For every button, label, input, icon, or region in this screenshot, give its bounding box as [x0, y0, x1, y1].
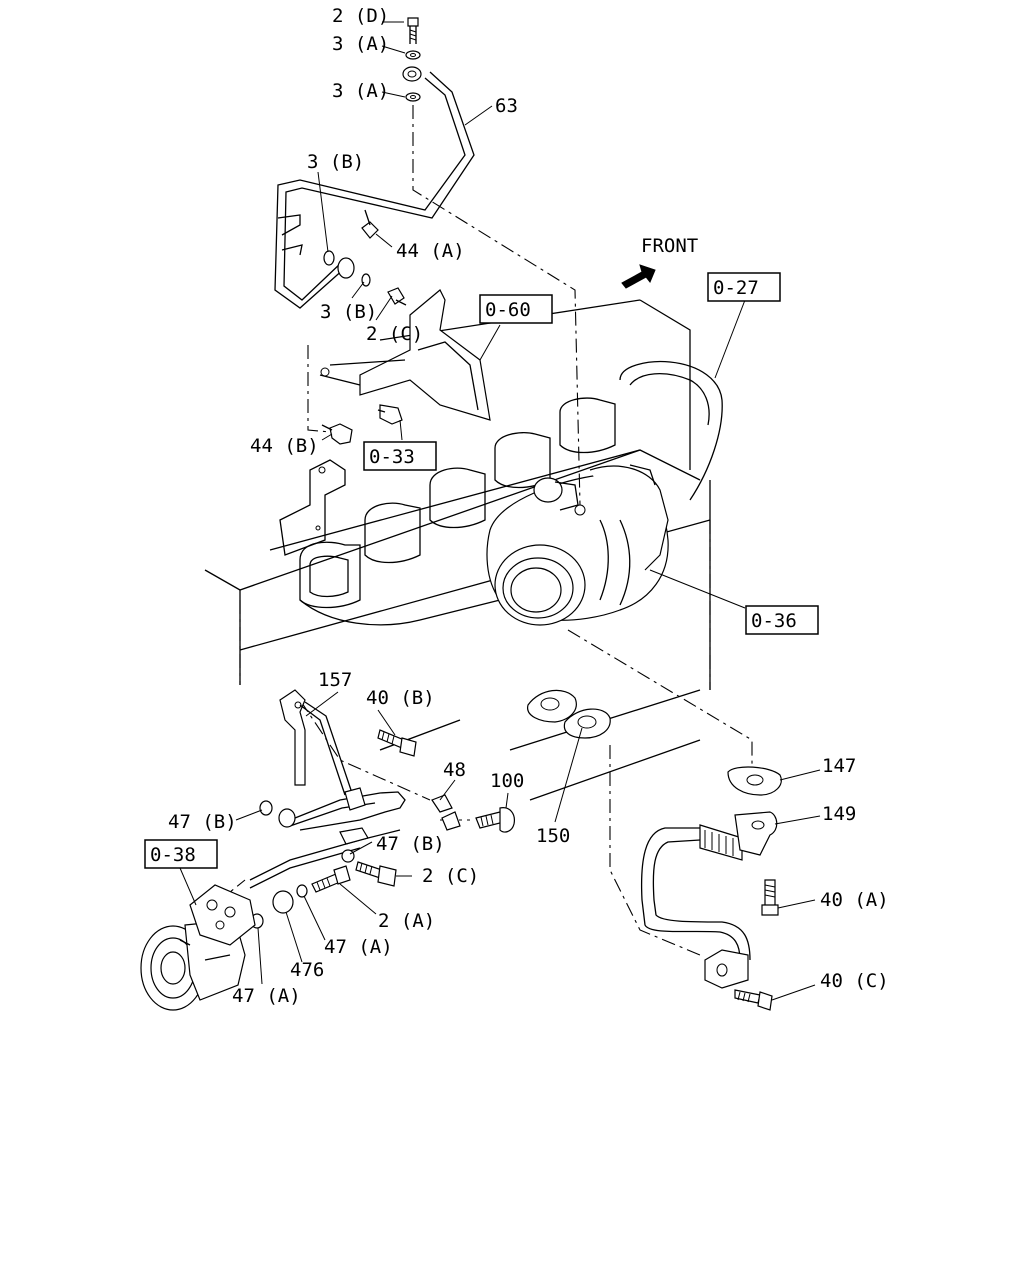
gaskets — [527, 689, 782, 796]
turbocharger — [486, 464, 669, 626]
leader-lines — [179, 21, 821, 1001]
callout-63: 63 — [495, 95, 518, 117]
callout-3a-top: 3 (A) — [332, 33, 389, 55]
ref-box-0-36-label: 0-36 — [751, 610, 797, 632]
callout-40b: 40 (B) — [366, 687, 435, 709]
callout-47a-mid: 47 (A) — [324, 936, 393, 958]
oil-return-pipe — [640, 811, 778, 989]
ref-box-0-60-label: 0-60 — [485, 299, 531, 321]
heat-shield — [319, 289, 491, 421]
callout-3b-bot: 3 (B) — [320, 301, 377, 323]
ref-box-0-33-label: 0-33 — [369, 446, 415, 468]
bolts-40a-40c — [734, 879, 779, 1011]
clamp-48-and-bolt-100 — [431, 794, 515, 833]
callout-149: 149 — [822, 803, 856, 825]
air-pipe-157-assembly — [249, 689, 406, 914]
bolts-44b — [321, 404, 403, 445]
front-arrow-icon — [621, 264, 656, 289]
ref-box-0-27: 0-27 — [707, 272, 781, 302]
hardware-cluster-upper — [323, 209, 407, 306]
bolt-40b — [377, 729, 417, 757]
ref-box-0-38: 0-38 — [144, 839, 218, 869]
callout-2a: 2 (A) — [378, 910, 435, 932]
banjo-bolt-2d-and-washers — [405, 17, 421, 102]
callout-44b: 44 (B) — [250, 435, 319, 457]
ref-box-0-60: 0-60 — [479, 294, 553, 324]
callout-48: 48 — [443, 759, 466, 781]
callout-47b-right: 47 (B) — [376, 833, 445, 855]
callout-476: 476 — [290, 959, 324, 981]
callout-150: 150 — [536, 825, 570, 847]
oil-feed-pipe-63 — [274, 66, 475, 309]
callout-47a-bot: 47 (A) — [232, 985, 301, 1007]
ref-box-0-27-label: 0-27 — [713, 277, 759, 299]
callout-40a: 40 (A) — [820, 889, 889, 911]
callout-3a-mid: 3 (A) — [332, 80, 389, 102]
callout-147: 147 — [822, 755, 856, 777]
callout-40c: 40 (C) — [820, 970, 889, 992]
callout-44a: 44 (A) — [396, 240, 465, 262]
callout-100: 100 — [490, 770, 524, 792]
fasteners-lower-left — [250, 800, 397, 929]
callout-47b-left: 47 (B) — [168, 811, 237, 833]
callout-2c-top: 2 (C) — [366, 323, 423, 345]
ref-box-0-36: 0-36 — [745, 605, 819, 635]
ref-box-0-38-label: 0-38 — [150, 844, 196, 866]
ref-box-0-33: 0-33 — [363, 441, 437, 471]
callout-157: 157 — [318, 669, 352, 691]
callout-2c-bot: 2 (C) — [422, 865, 479, 887]
air-compressor — [140, 884, 256, 1011]
front-label: FRONT — [641, 235, 698, 257]
callout-2d: 2 (D) — [332, 5, 389, 27]
engine-bracket — [279, 459, 346, 556]
callout-3b-top: 3 (B) — [307, 151, 364, 173]
